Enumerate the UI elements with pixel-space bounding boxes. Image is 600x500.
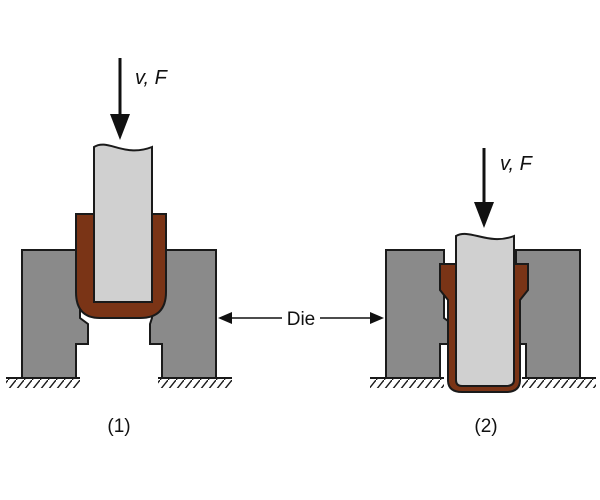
ground-right-stage-1: [158, 377, 232, 388]
force-label-stage-2: v, F: [500, 153, 534, 175]
ground-right-stage-2: [522, 377, 596, 388]
punch-stage-2: [455, 232, 515, 387]
die-label: Die: [287, 309, 316, 330]
force-arrow-stage-2: [474, 148, 494, 228]
force-label-stage-1: v, F: [135, 67, 169, 89]
ground-left-stage-2: [370, 377, 444, 388]
force-arrow-stage-1: [110, 58, 130, 140]
punch-stage-1: [93, 143, 153, 303]
step-label-2: (2): [474, 416, 497, 437]
die-callout: Die: [218, 309, 384, 330]
stage-1: v, F (1): [6, 58, 232, 437]
ground-left-stage-1: [6, 377, 80, 388]
step-label-1: (1): [107, 416, 130, 437]
stage-2: v, F (2): [370, 148, 596, 437]
